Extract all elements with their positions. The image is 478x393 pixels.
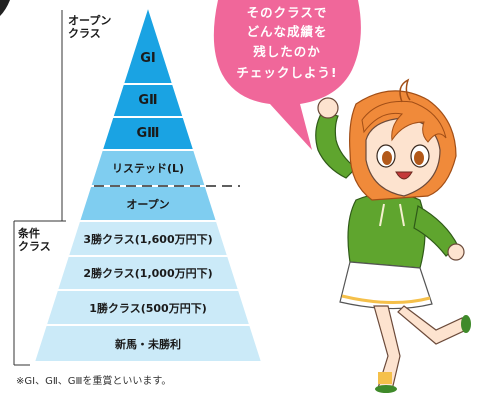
- open-class-bracket: [61, 10, 66, 222]
- bubble-text-line-2: どんな成績を: [246, 24, 328, 39]
- character-right-shoe: [461, 315, 471, 333]
- bubble-text-line-1: そのクラスで: [246, 5, 328, 20]
- character-right-arm: [413, 205, 459, 257]
- tier-label-g3: GⅢ: [136, 125, 160, 141]
- tier-maiden: [32, 324, 264, 363]
- open-class-label-line2: クラス: [68, 27, 101, 40]
- condition-class-label-line2: クラス: [18, 240, 51, 253]
- character-bangs: [361, 100, 447, 143]
- condition-class-bracket: [13, 220, 66, 366]
- corner-shape: [0, 0, 10, 16]
- open-class-label: オープン クラス: [68, 14, 111, 40]
- bubble-text-line-4: チェックしよう!: [236, 65, 338, 80]
- character-ahoge: [399, 78, 411, 103]
- tier-label-1win: 1勝クラス(500万円下): [89, 301, 207, 315]
- tier-label-3win: 3勝クラス(1,600万円下): [83, 232, 213, 246]
- tier-label-g2: GⅡ: [138, 92, 158, 108]
- tier-label-g1: GⅠ: [140, 51, 156, 66]
- character-hoodie: [347, 192, 426, 269]
- condition-class-label: 条件 クラス: [18, 227, 51, 253]
- character-skirt: [339, 261, 433, 310]
- bubble-text-line-3: 残したのか: [253, 44, 321, 59]
- tier-label-listed: リステッド(L): [111, 162, 185, 175]
- tier-label-maiden: 新馬・未勝利: [115, 337, 181, 351]
- character-hand: [447, 243, 465, 261]
- character-left-shoe: [375, 385, 397, 393]
- character-left-sock: [378, 372, 392, 384]
- tier-label-open: オープン: [126, 197, 170, 211]
- pyramid-tiers: [32, 2, 264, 363]
- character-right-leg: [397, 305, 467, 345]
- character-illustration: [315, 78, 471, 393]
- tier-g1: [121, 2, 175, 85]
- condition-class-label-line1: 条件: [18, 227, 40, 240]
- speech-bubble: [213, 0, 361, 150]
- tier-label-2win: 2勝クラス(1,000万円下): [83, 267, 213, 280]
- character-face: [365, 117, 441, 197]
- character-fist: [317, 97, 339, 119]
- footnote: ※GⅠ、GⅡ、GⅢを重賞といいます。: [16, 376, 172, 387]
- character-skirt-stripe: [341, 294, 431, 304]
- open-class-label-line1: オープン: [68, 14, 112, 27]
- character-mouth: [395, 171, 413, 180]
